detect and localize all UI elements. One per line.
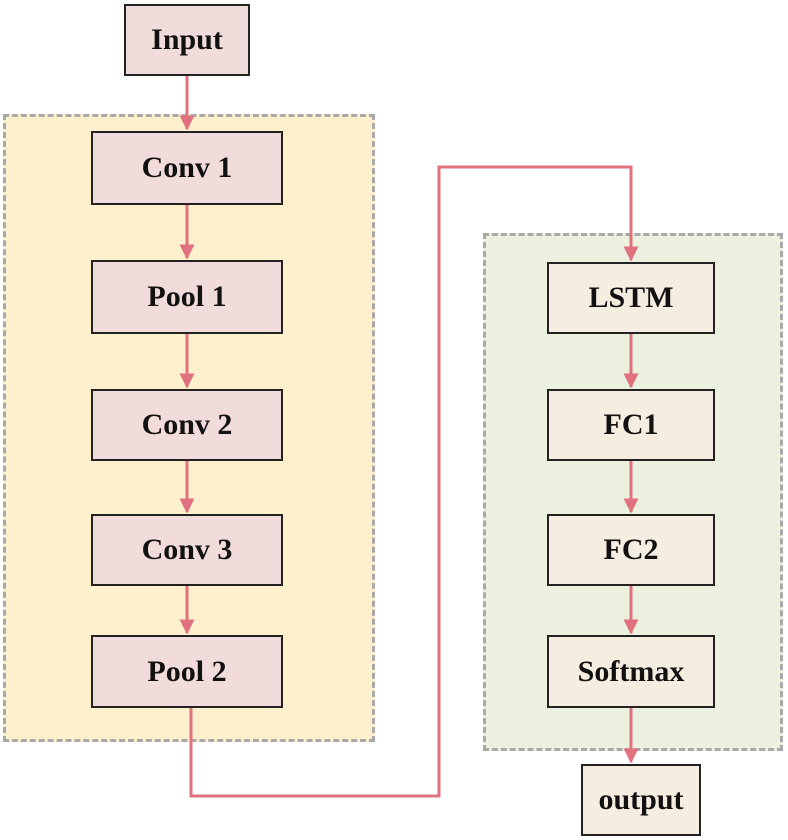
- fc2-node: FC2: [547, 514, 715, 586]
- input-node: Input: [124, 4, 250, 76]
- softmax-node: Softmax: [547, 635, 715, 708]
- conv3-node: Conv 3: [91, 514, 283, 586]
- pool2-node: Pool 2: [91, 635, 283, 708]
- conv2-node: Conv 2: [91, 389, 283, 461]
- fc1-node: FC1: [547, 389, 715, 461]
- lstm-node: LSTM: [547, 262, 715, 334]
- conv1-node: Conv 1: [91, 131, 283, 205]
- arrow-pool2-to-lstm: [189, 165, 639, 798]
- output-node: output: [581, 764, 701, 836]
- pool1-node: Pool 1: [91, 260, 283, 334]
